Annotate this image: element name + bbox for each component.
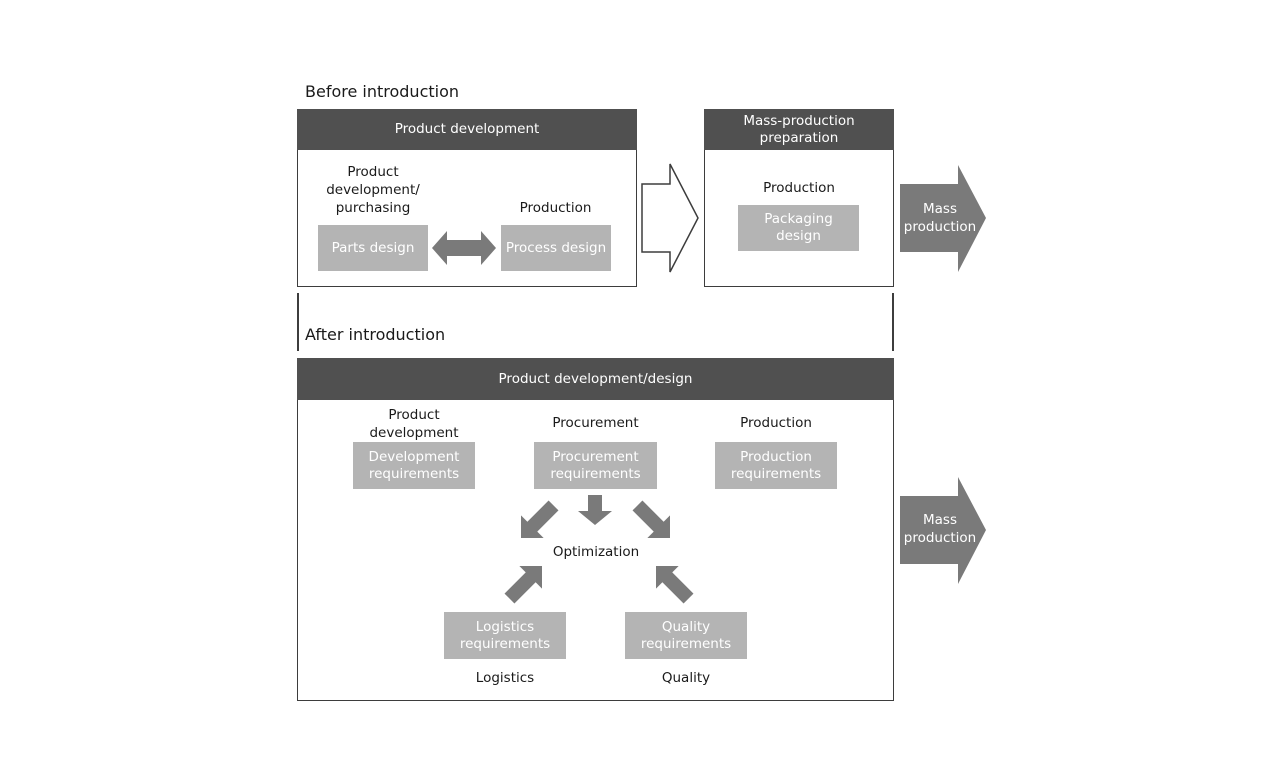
right-connector-line <box>892 293 894 351</box>
arrow-from-development <box>521 500 559 538</box>
logistics-label: Logistics <box>475 670 535 686</box>
process-design-box: Process design <box>501 225 611 271</box>
double-arrow <box>432 231 496 265</box>
production-requirements-box: Production requirements <box>715 442 837 489</box>
before-section-title: Before introduction <box>305 82 460 101</box>
arrow-from-procurement <box>578 495 612 525</box>
after-section-title: After introduction <box>305 325 446 344</box>
packaging-design-box: Packaging design <box>738 205 859 251</box>
arrow-from-logistics <box>504 566 542 604</box>
mass-production-arrow-before <box>900 165 986 272</box>
production-label-after: Production <box>740 415 812 431</box>
product-development-label: Product development <box>369 407 459 441</box>
mass-production-preparation-header: Mass-production preparation <box>704 109 894 150</box>
hollow-transition-arrow <box>641 163 699 273</box>
mass-production-arrow-after <box>900 477 986 584</box>
optimization-label: Optimization <box>552 544 640 560</box>
parts-design-box: Parts design <box>318 225 428 271</box>
product-development-header: Product development <box>297 109 637 150</box>
logistics-requirements-box: Logistics requirements <box>444 612 566 659</box>
procurement-label: Procurement <box>552 415 639 431</box>
development-requirements-box: Development requirements <box>353 442 475 489</box>
production-label-before: Production <box>519 200 592 216</box>
production-label-prep: Production <box>763 180 835 196</box>
arrow-from-production <box>632 500 670 538</box>
quality-requirements-box: Quality requirements <box>625 612 747 659</box>
left-connector-line <box>297 293 299 351</box>
mass-production-label-before: Mass production <box>903 201 977 235</box>
product-development-design-header: Product development/design <box>297 358 894 400</box>
product-development-purchasing-label: Product development/ purchasing <box>326 164 420 216</box>
arrow-from-quality <box>656 566 694 604</box>
mass-production-label-after: Mass production <box>903 512 977 546</box>
quality-label: Quality <box>661 670 711 686</box>
product-development-design-frame <box>297 358 894 701</box>
procurement-requirements-box: Procurement requirements <box>534 442 657 489</box>
